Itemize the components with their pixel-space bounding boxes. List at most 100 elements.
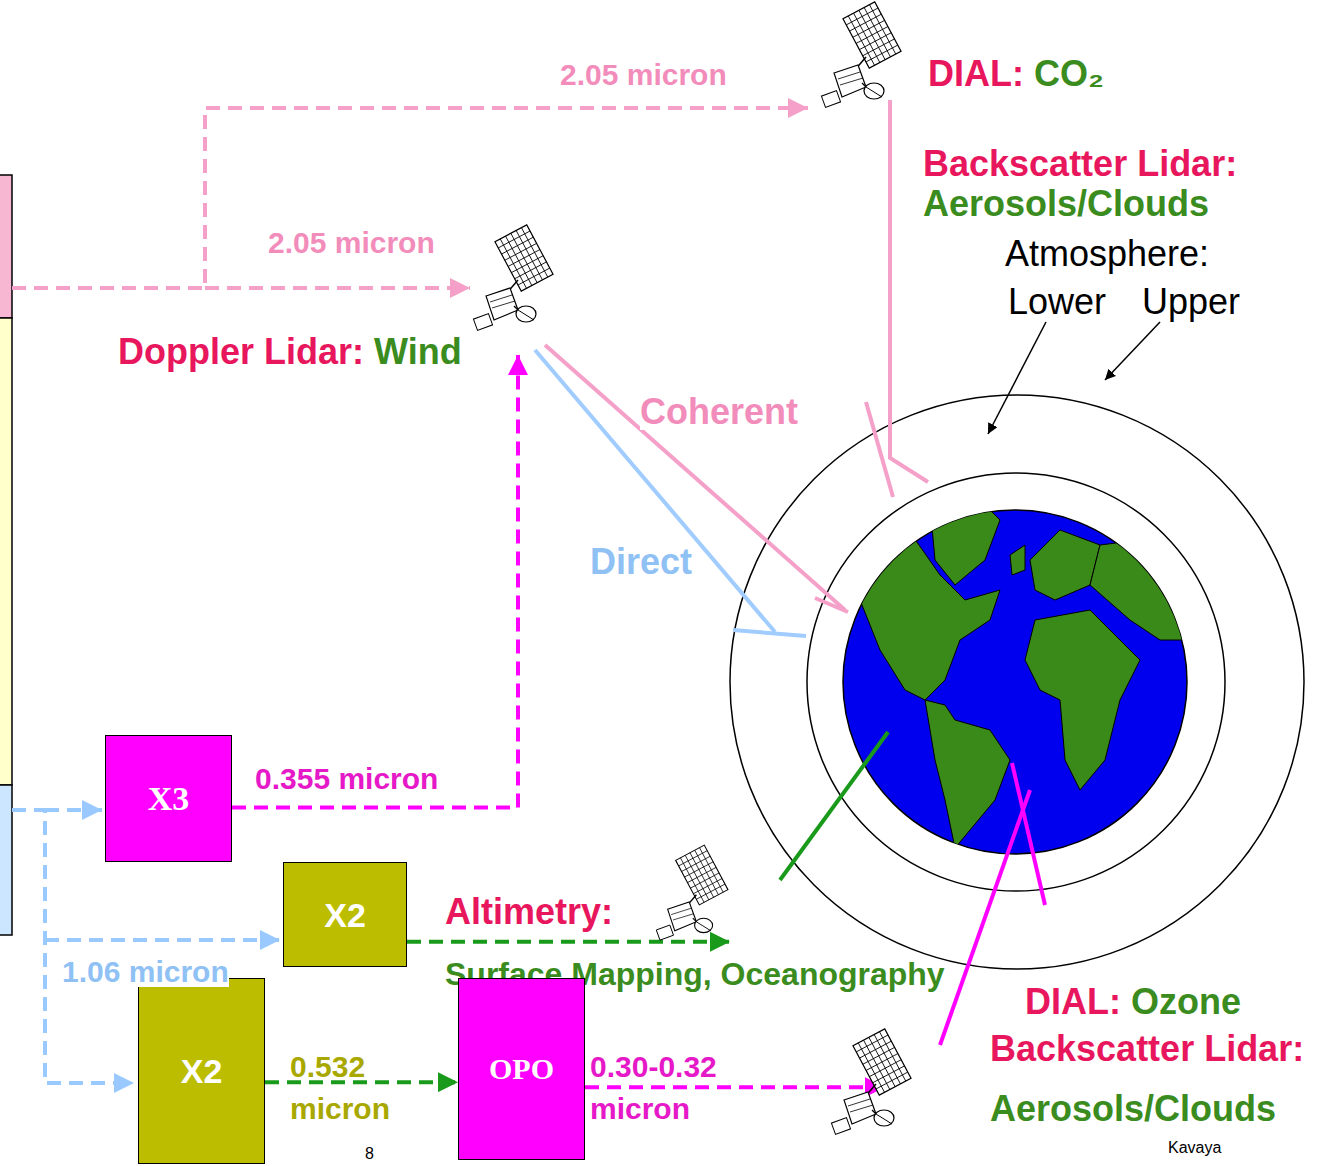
measurement-label: Aerosols/Clouds <box>923 186 1209 222</box>
panel-frame <box>495 225 553 291</box>
lidar-beam <box>890 100 928 482</box>
beam-connector <box>585 1085 885 1089</box>
solar-panel <box>853 1029 911 1095</box>
antenna-mount <box>514 306 518 310</box>
lidar-beam <box>535 350 775 632</box>
continent <box>1030 530 1100 600</box>
tripler-box: X3 <box>105 735 232 862</box>
antenna-mount <box>862 83 866 87</box>
beam-path <box>45 938 280 942</box>
panel-grid <box>856 1035 888 1052</box>
wavelength-label: 0.532 micron <box>290 1046 390 1130</box>
small-panel <box>656 925 673 940</box>
instrument-heading: Altimetry: <box>445 894 613 930</box>
continent <box>925 700 1010 848</box>
satellite-icon-frame <box>472 228 572 338</box>
satellite-body <box>834 65 866 97</box>
range-bar <box>866 402 893 497</box>
panel-grid <box>850 14 882 31</box>
region-heading: Atmosphere: <box>1005 236 1209 272</box>
box-label: X3 <box>148 782 190 816</box>
continent <box>1025 610 1140 790</box>
antenna-dish <box>695 918 713 932</box>
lidar-beam <box>940 790 1030 1045</box>
panel-grid <box>515 262 547 279</box>
measurement-label: CO₂ <box>1034 56 1104 92</box>
instrument-heading: Backscatter Lidar: <box>990 1031 1304 1067</box>
measurement-label: Ozone <box>1131 984 1241 1020</box>
lidar-beam <box>545 345 845 610</box>
panel-grid <box>873 1066 905 1083</box>
body-detail <box>671 908 694 920</box>
body-detail <box>838 72 863 85</box>
antenna-mount <box>872 1110 876 1114</box>
laser-panel <box>0 785 12 935</box>
panel-grid <box>863 39 895 56</box>
instrument-heading: Backscatter Lidar: <box>923 146 1237 182</box>
continent <box>1010 545 1025 575</box>
panel-grid <box>502 237 534 254</box>
doubler-box: X2 <box>138 978 265 1164</box>
leader-arrow <box>988 322 1046 434</box>
panel-grid <box>682 856 711 871</box>
beam-path <box>205 286 470 290</box>
range-bar <box>815 598 848 612</box>
region-label: Lower <box>1008 284 1106 320</box>
solar-panel <box>495 225 553 291</box>
author-note: Kavaya <box>1168 1140 1221 1156</box>
panel-grid <box>511 256 543 273</box>
panel-grid <box>876 1072 908 1089</box>
upper-atmosphere <box>730 395 1304 969</box>
satellite: Doppler Lidar:Wind <box>478 255 558 355</box>
solar-panel <box>843 2 901 68</box>
instrument-heading: DIAL: <box>928 56 1024 92</box>
panel-grid <box>856 27 888 44</box>
satellite-icon-frame <box>830 1032 930 1142</box>
continent <box>1090 540 1190 640</box>
panel-grid <box>866 45 898 62</box>
satellite-icon <box>821 2 901 108</box>
doubler-box: X2 <box>283 862 407 967</box>
panel-grid <box>690 873 719 888</box>
beam-connector <box>232 355 518 807</box>
wavelength-label: 0.355 micron <box>255 764 438 794</box>
satellite-icon-frame <box>655 848 745 947</box>
laser-panel <box>0 318 12 785</box>
satellite-body <box>486 288 518 320</box>
solar-panel <box>676 845 728 905</box>
beam-path <box>45 808 102 812</box>
antenna-feed <box>876 1114 892 1124</box>
antenna-dish <box>516 306 536 322</box>
beam-connector <box>407 940 730 944</box>
satellite: DIAL:CO₂Backscatter Lidar:Aerosols/Cloud… <box>840 20 910 110</box>
small-panel <box>831 1118 850 1135</box>
page-number: 8 <box>365 1146 374 1162</box>
box-label: X2 <box>324 898 366 932</box>
wavelength-label: 1.06 micron <box>62 957 229 987</box>
range-bar <box>733 630 806 636</box>
panel-grid <box>685 862 714 877</box>
satellite: Altimetry:Surface Mapping, Oceanography <box>730 850 785 950</box>
satellite-body <box>668 902 697 931</box>
opo-box: OPO <box>458 978 585 1160</box>
technique-label: Direct <box>590 544 692 580</box>
panel-grid <box>846 8 878 25</box>
laser-panel <box>0 175 12 318</box>
antenna-feed <box>518 310 534 320</box>
panel-grid <box>679 851 708 866</box>
leader-arrow <box>1105 322 1160 380</box>
panel-grid <box>860 1041 892 1058</box>
panel-grid <box>863 1047 895 1064</box>
panel-frame <box>676 845 728 905</box>
panel-grid <box>869 1060 901 1077</box>
region-label: Upper <box>1142 284 1240 320</box>
wavelength-label: 2.05 micron <box>268 228 435 258</box>
box-label: OPO <box>489 1054 554 1084</box>
panel-grid <box>687 867 716 882</box>
box-label: X2 <box>181 1054 223 1088</box>
wavelength-label: 0.30-0.32 micron <box>590 1046 740 1130</box>
satellite-icon <box>831 1029 911 1135</box>
